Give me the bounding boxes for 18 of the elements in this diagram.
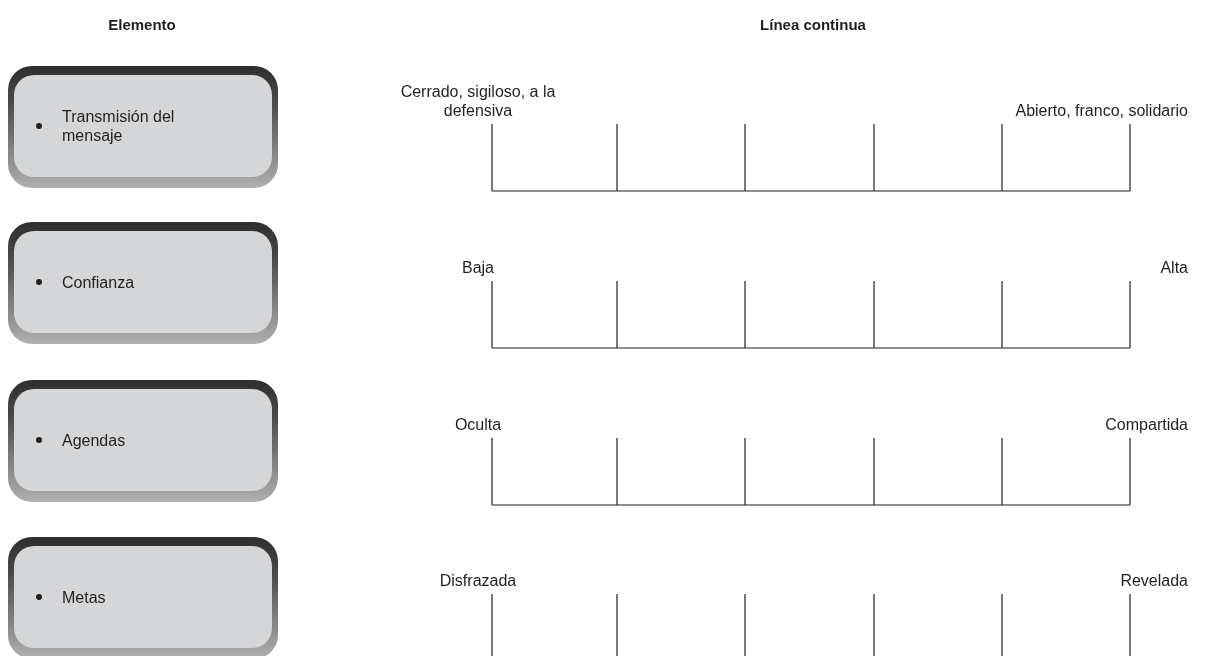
scale-end-label: Alta <box>1159 258 1188 277</box>
scale-end-label: Cerrado, sigiloso, a la defensiva <box>399 82 557 120</box>
rounded-box <box>8 66 278 188</box>
scale-end-label: Disfrazada <box>438 571 518 590</box>
rounded-box <box>8 222 278 344</box>
scale-end-label: Baja <box>461 258 495 277</box>
scale-end-label: Revelada <box>1119 571 1188 590</box>
element-label: Confianza <box>62 272 136 292</box>
column-header: Línea continua <box>759 16 867 33</box>
scale-end-label: Oculta <box>453 415 503 434</box>
element-label: Agendas <box>62 430 127 450</box>
rounded-box <box>8 537 278 656</box>
element-label: Transmisión del mensaje <box>62 107 176 145</box>
scale-end-label: Compartida <box>1104 415 1188 434</box>
rounded-box <box>8 380 278 502</box>
element-label: Metas <box>62 587 107 607</box>
column-header: Elemento <box>107 16 177 33</box>
scale-end-label: Abierto, franco, solidario <box>1014 101 1188 120</box>
